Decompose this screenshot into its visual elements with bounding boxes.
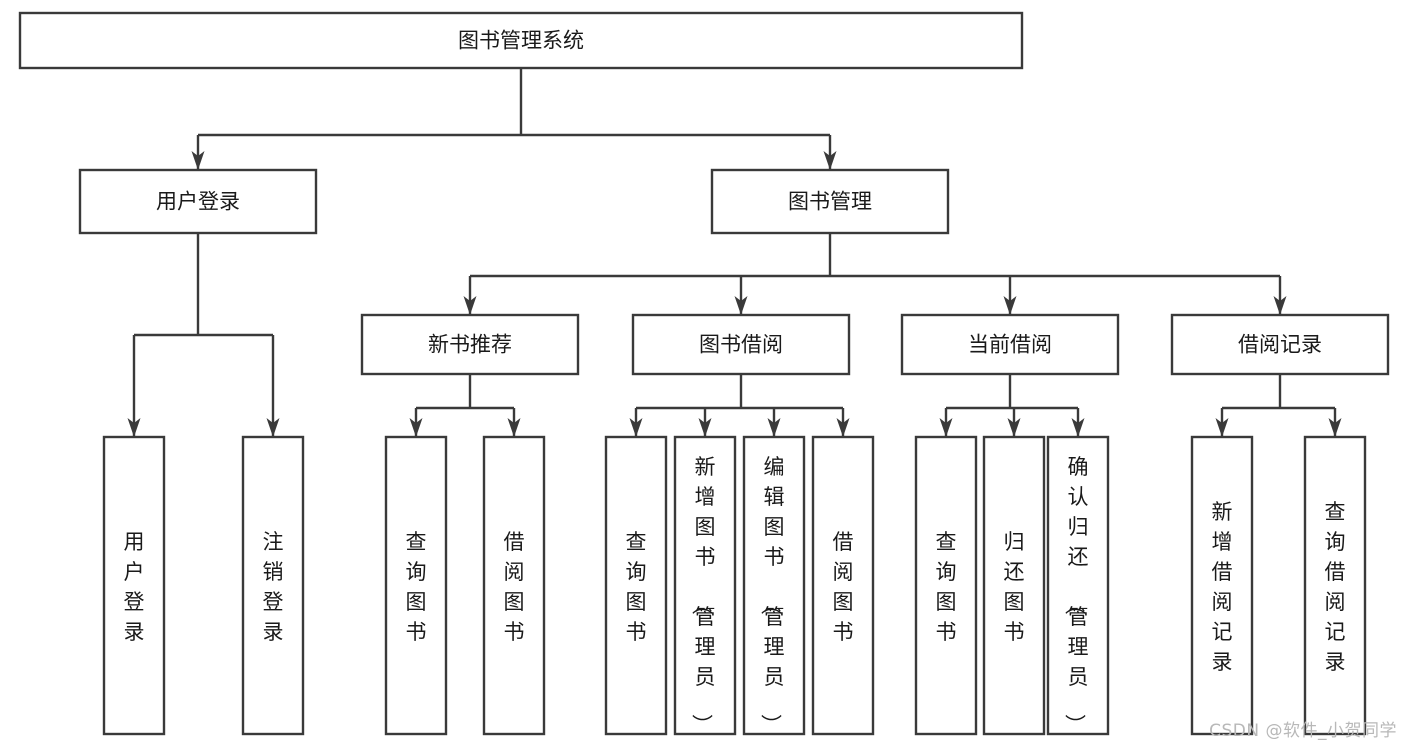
node-leaf-query-book-3[interactable]: 查询图书 — [914, 435, 978, 736]
node-leaf-borrow-book-1[interactable]: 借阅图书 — [482, 435, 546, 736]
node-label-leaf-query-book-3: 查询图书 — [936, 530, 957, 644]
node-box-leaf-add-book[interactable] — [673, 435, 737, 736]
node-label-leaf-query-record: 查询借阅记录 — [1325, 500, 1346, 674]
node-box-current-borrow[interactable] — [900, 313, 1120, 376]
node-user-login[interactable]: 用户登录 — [78, 168, 318, 235]
node-leaf-user-login[interactable]: 用户登录 — [102, 435, 166, 736]
connector-book-manage — [463, 233, 1287, 315]
node-label-leaf-user-login: 用户登录 — [124, 530, 145, 644]
node-book-manage[interactable]: 图书管理 — [710, 168, 950, 235]
node-label-leaf-add-book: 新增图书（管理员） — [690, 455, 716, 735]
node-leaf-logout[interactable]: 注销登录 — [241, 435, 305, 736]
node-borrow-record[interactable]: 借阅记录 — [1170, 313, 1390, 376]
node-box-leaf-return-book[interactable] — [982, 435, 1046, 736]
node-label-leaf-query-book-2: 查询图书 — [626, 530, 647, 644]
connector-user-login — [127, 233, 280, 437]
connector-borrow-record — [1215, 374, 1342, 437]
node-root[interactable]: 图书管理系统 — [18, 11, 1024, 70]
node-box-root[interactable] — [18, 11, 1024, 70]
node-leaf-add-book[interactable]: 新增图书（管理员） — [673, 435, 737, 736]
node-box-borrow-record[interactable] — [1170, 313, 1390, 376]
node-label-leaf-query-book-1: 查询图书 — [406, 530, 427, 644]
connector-root — [191, 68, 837, 170]
node-leaf-query-record[interactable]: 查询借阅记录 — [1303, 435, 1367, 736]
node-leaf-confirm-return[interactable]: 确认归还（管理员） — [1046, 435, 1110, 736]
node-label-leaf-add-record: 新增借阅记录 — [1212, 500, 1233, 674]
node-leaf-add-record[interactable]: 新增借阅记录 — [1190, 435, 1254, 736]
nodes-layer: 图书管理系统用户登录图书管理新书推荐图书借阅当前借阅借阅记录用户登录注销登录查询… — [18, 11, 1390, 736]
connector-current-borrow — [939, 374, 1085, 437]
node-box-leaf-borrow-book-1[interactable] — [482, 435, 546, 736]
csdn-watermark: CSDN @软件_小贺同学 — [1209, 721, 1397, 741]
node-new-book-rec[interactable]: 新书推荐 — [360, 313, 580, 376]
node-box-leaf-query-book-2[interactable] — [604, 435, 668, 736]
node-box-leaf-add-record[interactable] — [1190, 435, 1254, 736]
node-leaf-borrow-book-2[interactable]: 借阅图书 — [811, 435, 875, 736]
node-label-leaf-return-book: 归还图书 — [1004, 530, 1025, 644]
connector-book-borrow — [629, 374, 850, 437]
node-leaf-query-book-2[interactable]: 查询图书 — [604, 435, 668, 736]
node-label-root: 图书管理系统 — [458, 29, 584, 53]
node-book-borrow[interactable]: 图书借阅 — [631, 313, 851, 376]
node-box-leaf-logout[interactable] — [241, 435, 305, 736]
node-current-borrow[interactable]: 当前借阅 — [900, 313, 1120, 376]
node-label-borrow-record: 借阅记录 — [1238, 333, 1322, 357]
node-label-leaf-logout: 注销登录 — [263, 530, 284, 644]
node-box-leaf-borrow-book-2[interactable] — [811, 435, 875, 736]
node-label-user-login: 用户登录 — [156, 190, 240, 214]
node-box-leaf-confirm-return[interactable] — [1046, 435, 1110, 736]
node-box-leaf-edit-book[interactable] — [742, 435, 806, 736]
connectors-layer — [127, 68, 1342, 437]
node-label-leaf-confirm-return: 确认归还（管理员） — [1063, 455, 1089, 735]
node-label-current-borrow: 当前借阅 — [968, 333, 1052, 357]
node-box-book-borrow[interactable] — [631, 313, 851, 376]
node-label-leaf-borrow-book-1: 借阅图书 — [504, 530, 525, 644]
node-leaf-return-book[interactable]: 归还图书 — [982, 435, 1046, 736]
node-box-leaf-user-login[interactable] — [102, 435, 166, 736]
node-leaf-edit-book[interactable]: 编辑图书（管理员） — [742, 435, 806, 736]
node-label-new-book-rec: 新书推荐 — [428, 333, 512, 357]
node-label-leaf-borrow-book-2: 借阅图书 — [833, 530, 854, 644]
node-label-book-manage: 图书管理 — [788, 190, 872, 214]
node-leaf-query-book-1[interactable]: 查询图书 — [384, 435, 448, 736]
node-box-book-manage[interactable] — [710, 168, 950, 235]
node-box-leaf-query-book-1[interactable] — [384, 435, 448, 736]
node-box-leaf-query-book-3[interactable] — [914, 435, 978, 736]
connector-new-book-rec — [409, 374, 521, 437]
node-label-leaf-edit-book: 编辑图书（管理员） — [759, 455, 785, 735]
node-label-book-borrow: 图书借阅 — [699, 333, 783, 357]
node-box-new-book-rec[interactable] — [360, 313, 580, 376]
node-box-user-login[interactable] — [78, 168, 318, 235]
node-box-leaf-query-record[interactable] — [1303, 435, 1367, 736]
